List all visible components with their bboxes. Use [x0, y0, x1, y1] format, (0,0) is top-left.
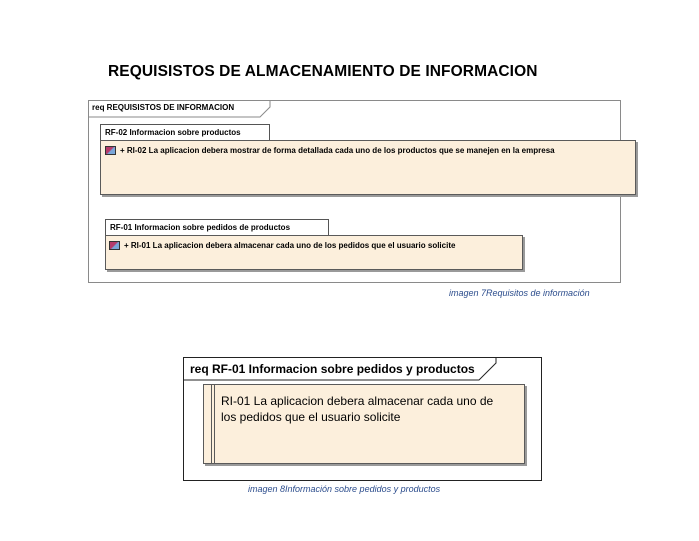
- requirement-ri-02-text: + RI-02 La aplicacion debera mostrar de …: [120, 146, 555, 155]
- requirement-icon: [105, 146, 116, 155]
- requirement-note-bar: [211, 384, 215, 464]
- requirement-ri-02: + RI-02 La aplicacion debera mostrar de …: [105, 146, 555, 155]
- package-rf-02-label: RF-02 Informacion sobre productos: [100, 124, 270, 140]
- requirement-note-text: RI-01 La aplicacion debera almacenar cad…: [221, 394, 494, 424]
- package-rf-02-box: [100, 140, 636, 195]
- requirement-note-box: [203, 384, 525, 464]
- requirement-icon: [109, 241, 120, 250]
- caption-imagen-7: imagen 7Requisitos de información: [449, 288, 590, 298]
- diagram2-frame-tab: [183, 357, 497, 381]
- diagram-frame-label: req REQUISISTOS DE INFORMACION: [92, 103, 235, 112]
- requirement-ri-01-text: + RI-01 La aplicacion debera almacenar c…: [124, 241, 456, 250]
- requirement-ri-01: + RI-01 La aplicacion debera almacenar c…: [109, 241, 455, 250]
- package-rf-01-box: [105, 235, 523, 270]
- diagram2-frame-label: req RF-01 Informacion sobre pedidos y pr…: [190, 362, 475, 376]
- diagram-frame-tab: [88, 100, 271, 118]
- package-rf-01-label: RF-01 Informacion sobre pedidos de produ…: [105, 219, 329, 235]
- document-title: REQUISISTOS DE ALMACENAMIENTO DE INFORMA…: [108, 63, 538, 80]
- caption-imagen-8: imagen 8Información sobre pedidos y prod…: [248, 484, 441, 494]
